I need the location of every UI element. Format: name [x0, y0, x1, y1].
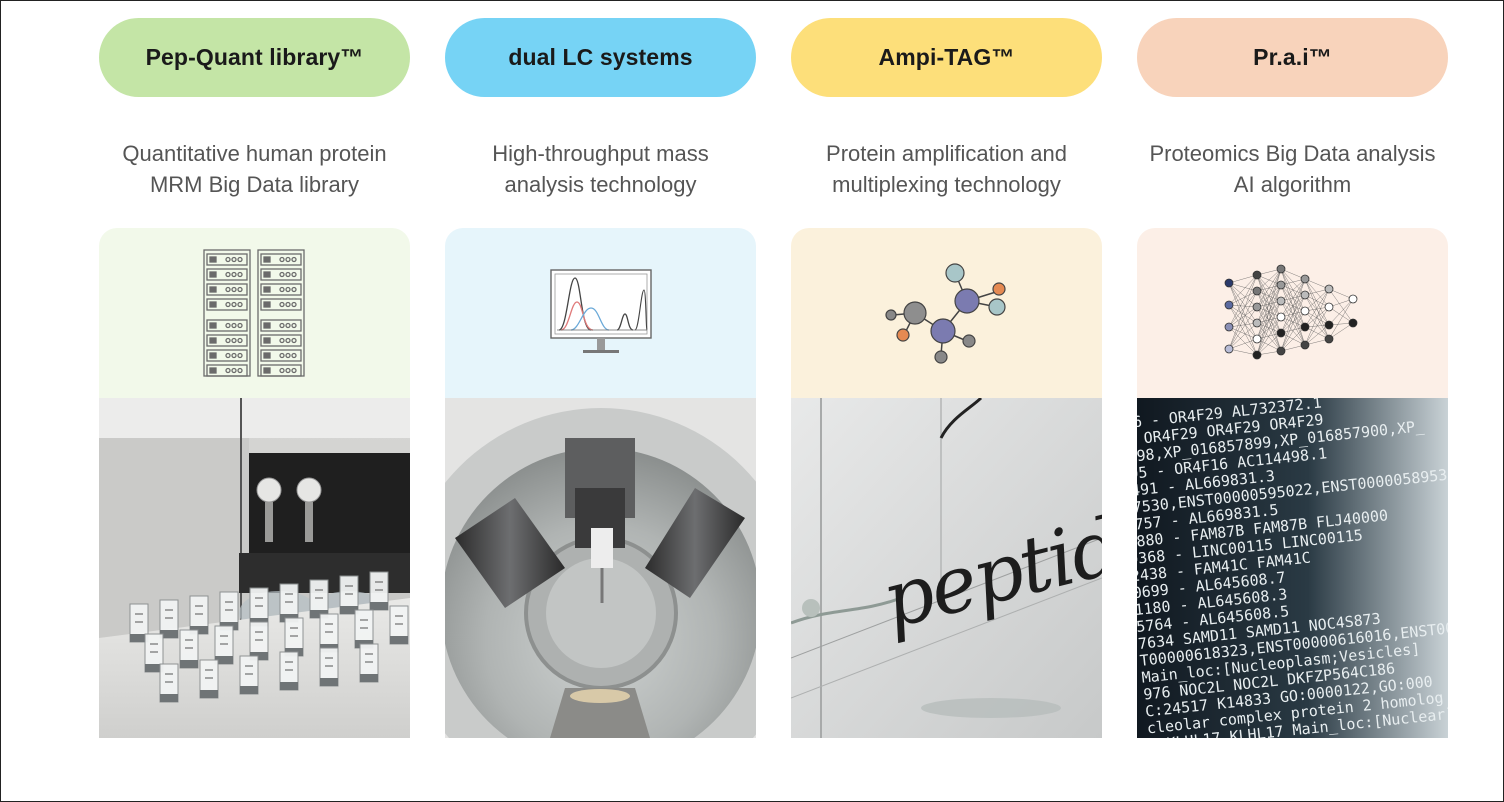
description-line: AI algorithm — [1233, 172, 1352, 197]
server-rack-icon — [202, 249, 305, 377]
pill-ampi-tag[interactable]: Ampi-TAG™ — [791, 18, 1102, 97]
description-line: Quantitative human protein — [122, 141, 387, 166]
pill-prai[interactable]: Pr.a.i™ — [1137, 18, 1448, 97]
description-line: Proteomics Big Data analysis — [1149, 141, 1436, 166]
ion-source-photo — [445, 398, 756, 738]
description-line: multiplexing technology — [832, 172, 1061, 197]
description-line: MRM Big Data library — [149, 172, 360, 197]
description-line: analysis technology — [504, 172, 697, 197]
description-line: High-throughput mass — [492, 141, 709, 166]
icon-panel — [1137, 228, 1448, 398]
molecule-icon — [884, 263, 1006, 364]
icon-panel — [445, 228, 756, 398]
card-description: High-throughput mass analysis technology — [435, 138, 766, 200]
icon-panel — [99, 228, 410, 398]
pill-pep-quant[interactable]: Pep-Quant library™ — [99, 18, 410, 97]
neural-network-icon — [1224, 264, 1357, 360]
description-line: Protein amplification and — [826, 141, 1067, 166]
whiteboard-peptide-photo: peptide — [791, 398, 1102, 738]
card-description: Protein amplification and multiplexing t… — [781, 138, 1112, 200]
card-description: Proteomics Big Data analysis AI algorith… — [1127, 138, 1458, 200]
icon-panel — [791, 228, 1102, 398]
chromatogram-monitor-icon — [549, 269, 652, 353]
pill-dual-lc[interactable]: dual LC systems — [445, 18, 756, 97]
data-screen-photo: 146 - OR4F29 AL732372.162 OR4F29 OR4F29 … — [1137, 398, 1448, 738]
lab-vials-photo — [99, 398, 410, 738]
card-description: Quantitative human protein MRM Big Data … — [89, 138, 420, 200]
